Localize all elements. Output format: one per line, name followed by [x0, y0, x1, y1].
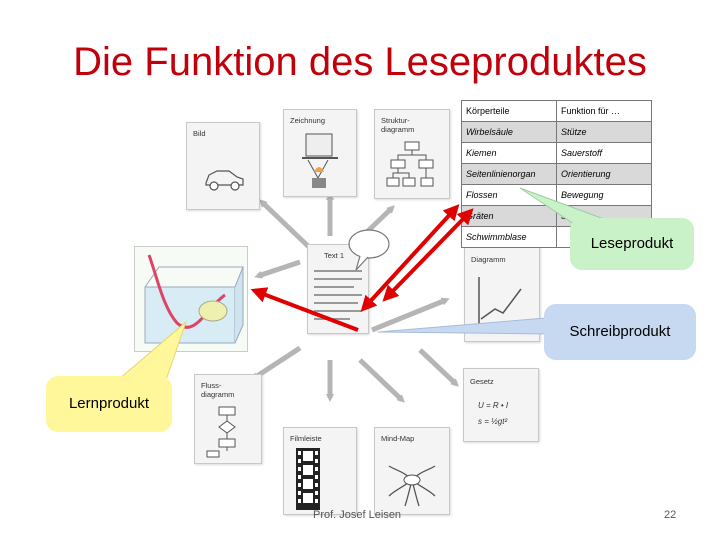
table-cell: Flossen — [461, 184, 557, 206]
leseprodukt-callout: Leseprodukt — [570, 218, 694, 270]
card-strukturdiagramm: Struktur- diagramm — [374, 109, 450, 199]
card-filmleiste: Filmleiste — [283, 427, 357, 515]
table-header-cell: Körperteile — [461, 100, 557, 122]
fluss-line2: diagramm — [201, 390, 235, 399]
flowchart-icon — [206, 406, 236, 458]
card-struktur-label: Struktur- diagramm — [381, 116, 414, 134]
card-fluss-label: Fluss- diagramm — [201, 381, 234, 399]
table-cell: Schwimmblase — [461, 226, 557, 248]
table-cell: Gräten — [461, 205, 557, 227]
table-row: Seitenlinienorgan Orientierung — [461, 163, 652, 185]
card-bild-label: Bild — [193, 129, 206, 138]
table-cell: Wirbelsäule — [461, 121, 557, 143]
table-header-row: Körperteile Funktion für … — [461, 100, 652, 122]
table-row: Wirbelsäule Stütze — [461, 121, 652, 143]
card-filmleiste-label: Filmleiste — [290, 434, 322, 443]
arrow-to-diagramm — [371, 297, 450, 333]
table-header-cell: Funktion für … — [556, 100, 652, 122]
arrow-to-fluss — [250, 345, 302, 381]
table-cell: Orientierung — [556, 163, 652, 185]
card-zeichnung: Zeichnung — [283, 109, 357, 197]
card-bild: Bild — [186, 122, 260, 210]
schreibprodukt-callout: Schreibprodukt — [544, 304, 696, 360]
footer-author: Prof. Josef Leisen — [313, 509, 402, 521]
lernprodukt-callout: Lernprodukt — [46, 376, 172, 432]
mindmap-icon — [388, 465, 436, 507]
filmstrip-icon — [296, 448, 320, 510]
fluss-line1: Fluss- — [201, 381, 222, 390]
table-cell: Bewegung — [556, 184, 652, 206]
card-zeichnung-label: Zeichnung — [290, 116, 326, 125]
struktur-line2: diagramm — [381, 125, 415, 134]
table-cell: Seitenlinienorgan — [461, 163, 557, 185]
card-diagramm: Diagramm — [464, 246, 540, 342]
table-cell: Stütze — [556, 121, 652, 143]
arrow-to-left — [254, 259, 301, 279]
line-graph-icon — [478, 277, 527, 330]
card-mindmap: Mind-Map — [374, 427, 450, 515]
table-cell: Kiemen — [461, 142, 557, 164]
speech-bubble-icon — [348, 229, 390, 271]
arrow-to-gesetz — [418, 348, 459, 387]
table-row: Kiemen Sauerstoff — [461, 142, 652, 164]
arrow-to-mindmap — [358, 358, 405, 403]
table-row: Flossen Bewegung — [461, 184, 652, 206]
card-gesetz: Gesetz U = R • I s = ½gt² — [463, 368, 539, 442]
table-cell: Sauerstoff — [556, 142, 652, 164]
card-diagramm-label: Diagramm — [471, 255, 506, 264]
tree-icon — [386, 141, 434, 187]
card-gesetz-label: Gesetz — [470, 377, 494, 386]
text-lines-icon — [314, 270, 362, 320]
slide-title: Die Funktion des Leseproduktes — [73, 40, 647, 84]
beaker-burner-icon — [302, 133, 338, 188]
card-mindmap-label: Mind-Map — [381, 434, 415, 443]
formula-fall: s = ½gt² — [478, 417, 508, 426]
card-text1-label: Text 1 — [324, 251, 345, 260]
page-number: 22 — [664, 509, 677, 521]
formula-ohm: U = R • I — [478, 401, 509, 410]
fish-tank-illustration — [144, 254, 244, 344]
arrow-to-bild — [259, 199, 312, 250]
card-flussdiagramm: Fluss- diagramm — [194, 374, 262, 464]
car-icon — [205, 170, 244, 191]
struktur-line1: Struktur- — [381, 116, 410, 125]
fish-tank-image — [134, 246, 248, 352]
